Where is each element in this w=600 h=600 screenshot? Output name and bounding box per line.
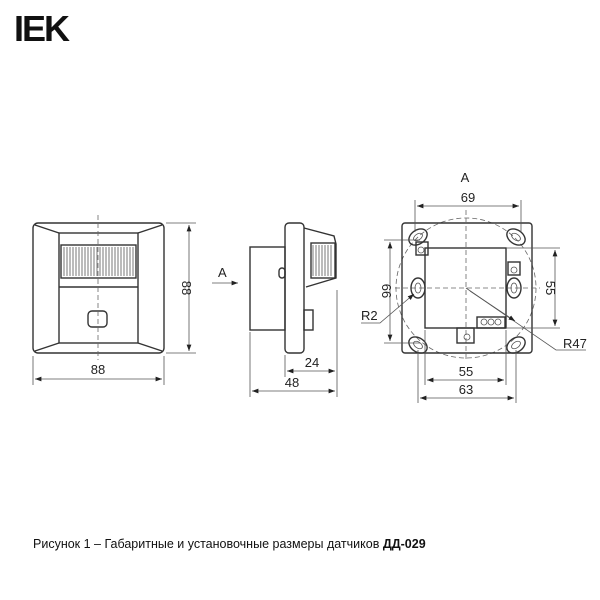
mounting-slot [408, 336, 428, 354]
mounting-slot-hole [413, 340, 423, 350]
view-a-label: A [218, 265, 227, 280]
left-hole-spacing-dim: 66 [379, 284, 394, 298]
mounting-slot-hole [510, 282, 518, 294]
inner-width-dim: 55 [459, 364, 473, 379]
caption-prefix: Рисунок 1 – [33, 537, 105, 551]
mounting-slot [506, 228, 526, 246]
front-depth-dim: 24 [305, 355, 319, 370]
mounting-slot [506, 277, 522, 299]
mounting-slot-hole [511, 340, 521, 350]
mounting-slot [410, 277, 426, 299]
mounting-slot-hole [511, 232, 521, 242]
back-view-label: A [461, 170, 470, 185]
back-view: A 69 66 55 55 63 R2 R47 [361, 170, 587, 403]
front-view: 88 88 [32, 215, 196, 385]
mounting-slot [506, 336, 526, 354]
mounting-slot [408, 228, 428, 246]
top-hole-spacing-dim: 69 [461, 190, 475, 205]
right-hole-spacing-dim: 55 [543, 281, 558, 295]
slot-radius-label: R2 [361, 308, 378, 323]
side-view: A 24 48 [212, 222, 338, 397]
front-width-dim: 88 [91, 362, 105, 377]
bottom-hole-spacing-dim: 63 [459, 382, 473, 397]
circle-radius-label: R47 [563, 336, 587, 351]
mounting-slot-hole [414, 282, 422, 294]
caption-text: Габаритные и установочные размеры датчик… [104, 537, 383, 551]
caption-model: ДД-029 [382, 537, 426, 551]
front-height-dim: 88 [179, 281, 194, 295]
iek-logo: IEK [14, 8, 70, 49]
total-depth-dim: 48 [285, 375, 299, 390]
figure-caption: Рисунок 1 – Габаритные и установочные ра… [33, 537, 426, 551]
